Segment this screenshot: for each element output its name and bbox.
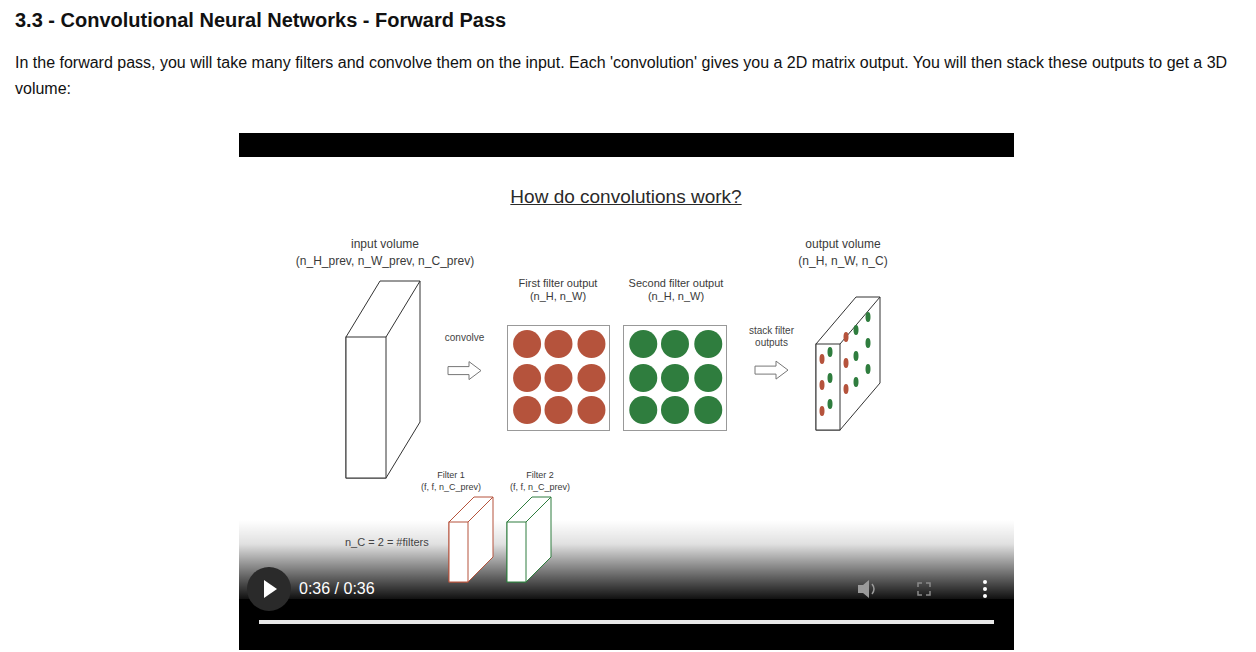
volume-icon [858,580,869,598]
feature-dot [854,377,859,387]
video-time: 0:36 / 0:36 [299,580,375,598]
menu-dot [983,594,987,598]
node-dimensions: (f, f, n_C_prev) [510,482,570,493]
feature-dot [866,364,871,374]
volume-front-face [449,522,468,582]
hollow-arrow [448,362,481,380]
filter-output-map: Second filter output(n_H, n_W) [623,325,727,431]
node-heading: Filter 2 [526,470,554,481]
menu-dot [983,587,987,591]
feature-value [513,396,541,424]
feature-dot [820,380,825,390]
page-heading: 3.3 - Convolutional Neural Networks - Fo… [15,8,506,32]
volume-wave [872,584,874,594]
feature-dot [854,325,859,335]
feature-value [545,364,573,392]
feature-dot [854,351,859,361]
filter-cube: Filter 1(f, f, n_C_prev) [449,497,493,582]
filter-count-note: n_C = 2 = #filters [345,535,429,549]
feature-value [629,364,657,392]
menu-dot [983,580,987,584]
feature-dot [820,354,825,364]
video-top-bar [239,133,1014,157]
feature-value [661,330,689,358]
feature-dot [828,373,833,383]
hollow-arrow [755,361,788,379]
feature-dot [820,406,825,416]
filter-cube: Filter 2(f, f, n_C_prev) [507,497,551,582]
node-heading: input volume [351,237,419,251]
feature-value [629,396,657,424]
volume-front-face [507,522,526,582]
feature-dot [844,358,849,368]
play-icon [264,580,277,598]
volume-edge [840,297,880,344]
feature-dot [866,312,871,322]
volume-outline [816,297,880,430]
feature-dot [844,332,849,342]
volume-edge [526,497,551,522]
video-ground [239,157,1014,520]
arrow-label: convolve [444,332,485,344]
volume-front-face [816,344,840,430]
node-dimensions: (n_H, n_W) [648,290,704,303]
output-volume: output volume(n_H, n_W, n_C) [816,297,880,430]
video-title: How do convolutions work? [510,185,741,209]
feature-value [694,330,722,358]
feature-value [661,364,689,392]
node-shape [507,325,610,431]
control-shade [239,520,1014,600]
control-bar [239,599,1014,650]
feature-value [577,330,605,358]
feature-value [694,396,722,424]
intro-paragraph: In the forward pass, you will take many … [15,50,1243,102]
volume-outline [346,281,420,478]
node-shape [623,325,727,431]
feature-value [629,330,657,358]
feature-dot [844,384,849,394]
feature-value [577,396,605,424]
fullscreen-icon [918,583,930,595]
volume-front-face [346,337,386,478]
node-heading: Second filter output [629,277,724,290]
node-shape [816,297,880,430]
arrow-label: stack filter outputs [738,325,806,349]
node-heading: output volume [805,237,880,251]
feature-value [513,364,541,392]
node-shape [346,281,420,478]
volume-outline [449,497,493,582]
node-shape [507,497,551,582]
feature-dot [828,399,833,409]
node-shape [449,497,493,582]
feature-value [545,396,573,424]
node-dimensions: (n_H, n_W) [530,290,586,303]
feature-dot [866,338,871,348]
progress-bar [259,620,994,624]
node-heading: Filter 1 [437,470,465,481]
node-heading: First filter output [519,277,598,290]
node-dimensions: (n_H, n_W, n_C) [798,254,887,268]
input-volume: input volume(n_H_prev, n_W_prev, n_C_pre… [346,281,420,478]
volume-edge [468,497,493,522]
feature-value [513,330,541,358]
feature-value [545,330,573,358]
volume-outline [507,497,551,582]
feature-map-frame [508,326,610,431]
filter-output-map: First filter output(n_H, n_W) [507,325,610,431]
feature-value [577,364,605,392]
node-dimensions: (n_H_prev, n_W_prev, n_C_prev) [296,254,474,268]
feature-map-frame [624,326,727,431]
feature-dot [828,347,833,357]
feature-value [694,364,722,392]
node-dimensions: (f, f, n_C_prev) [421,482,481,493]
volume-edge [386,281,420,337]
feature-value [661,396,689,424]
play-button [247,567,291,611]
